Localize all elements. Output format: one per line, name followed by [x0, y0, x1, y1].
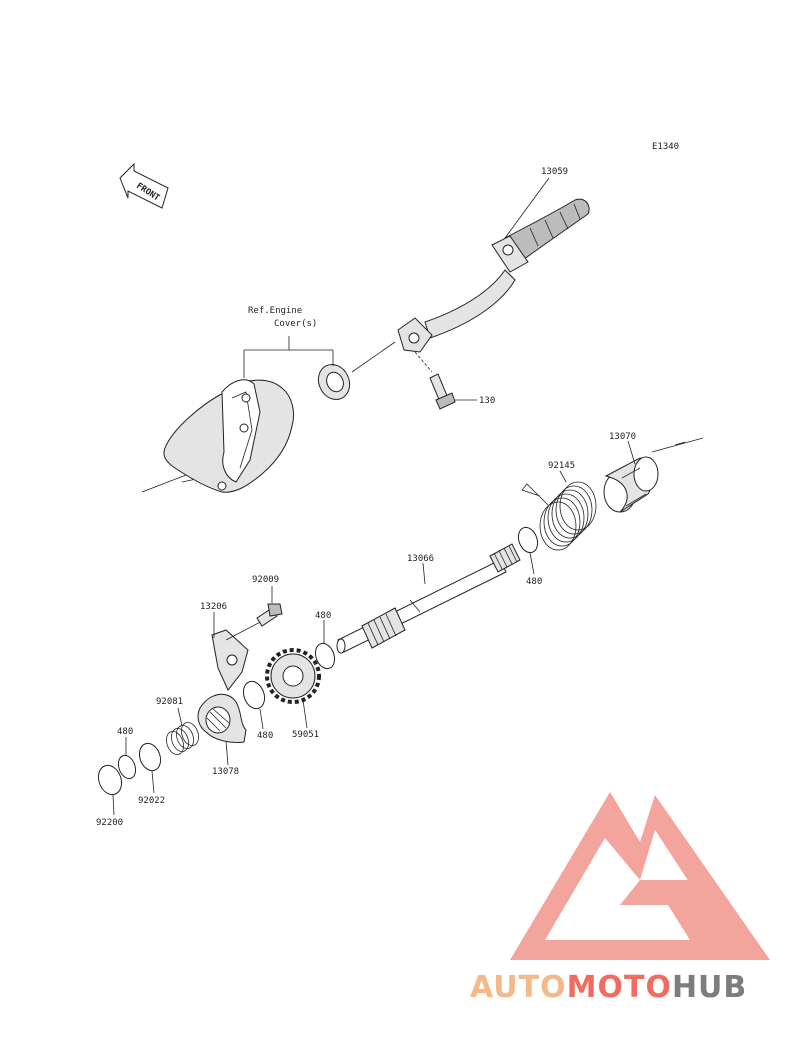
spring-92081	[166, 721, 199, 756]
oil-seal	[317, 363, 351, 401]
watermark-moto: MOTO	[567, 970, 672, 1005]
pedal-bolt	[429, 373, 456, 410]
label-130: 130	[479, 396, 495, 406]
label-92022: 92022	[138, 796, 165, 806]
label-13206: 13206	[200, 602, 227, 612]
kick-pedal	[397, 198, 590, 353]
collar-13070	[603, 456, 659, 513]
guide-bolt-92009	[256, 603, 283, 627]
axis-line-upper	[351, 341, 396, 373]
washer-480-center	[314, 642, 336, 670]
label-13066: 13066	[407, 554, 434, 564]
label-13078: 13078	[212, 767, 239, 777]
washer-480-far	[117, 754, 137, 780]
watermark-auto: AUTO	[470, 970, 567, 1005]
label-59051: 59051	[292, 730, 319, 740]
washer-480-left	[242, 680, 266, 710]
automotohub-logo	[510, 792, 770, 960]
washer-92022	[138, 742, 162, 772]
guide-13206	[211, 617, 269, 691]
diagram-code: E1340	[652, 142, 679, 152]
watermark-hub: HUB	[672, 970, 747, 1005]
kick-gear	[265, 648, 321, 704]
kick-shaft	[336, 543, 521, 654]
ref-label-line1: Ref.Engine	[248, 306, 302, 316]
kick-spring-92145	[521, 481, 597, 551]
watermark-text: AUTOMOTOHUB	[470, 970, 747, 1005]
label-13059: 13059	[541, 167, 568, 177]
label-13070: 13070	[609, 432, 636, 442]
label-92081: 92081	[156, 697, 183, 707]
label-480-far: 480	[117, 727, 133, 737]
label-92145: 92145	[548, 461, 575, 471]
leader-13059	[504, 177, 550, 239]
ratchet-13078	[197, 693, 247, 743]
label-480-center: 480	[315, 611, 331, 621]
label-92200: 92200	[96, 818, 123, 828]
ref-label-line2: Cover(s)	[274, 319, 317, 329]
washer-480-right	[517, 526, 539, 554]
label-480-right: 480	[526, 577, 542, 587]
front-arrow-icon: FRONT	[119, 162, 169, 209]
label-92009: 92009	[252, 575, 279, 585]
engine-cover-reference	[163, 379, 295, 493]
washer-92200	[97, 764, 123, 796]
ref-bracket	[243, 336, 334, 378]
label-480-left: 480	[257, 731, 273, 741]
